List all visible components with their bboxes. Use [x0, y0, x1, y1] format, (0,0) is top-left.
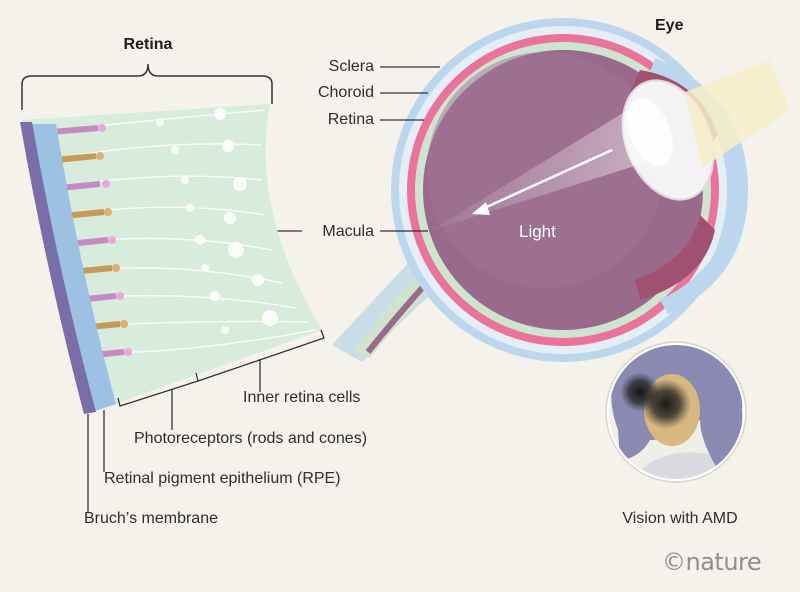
bruchs-membrane [20, 122, 96, 414]
dark-spot-center [641, 379, 691, 429]
light-label: Light [519, 222, 556, 241]
eye-illustration: Light [332, 18, 790, 362]
macula-label: Macula [322, 223, 374, 240]
rpe-label: Retinal pigment epithelium (RPE) [104, 470, 341, 487]
rpe-layer [30, 124, 116, 412]
retina-title: Retina [124, 36, 173, 53]
amd-caption: Vision with AMD [622, 510, 737, 527]
retina-cross-section: Retina [20, 36, 367, 527]
amd-vision-inset: Vision with AMD [605, 341, 747, 527]
inner-retina-bracket [195, 329, 325, 382]
choroid-label: Choroid [318, 84, 374, 101]
eye-title: Eye [655, 17, 684, 34]
nature-logo: ©nature [662, 548, 761, 576]
light-arrow-head [472, 202, 490, 215]
ganglion-cells [156, 108, 278, 334]
light-arrow-shaft [479, 148, 613, 212]
light-beam-inside [432, 110, 660, 230]
photoreceptor-bracket [117, 380, 199, 407]
inner-retina-label: Inner retina cells [243, 389, 360, 406]
retina-bracket [21, 63, 273, 110]
photoreceptors-label: Photoreceptors (rods and cones) [134, 430, 367, 447]
sclera-label: Sclera [329, 58, 374, 75]
light-beam-outside [685, 60, 790, 168]
bruchs-label: Bruch’s membrane [84, 510, 218, 527]
eye-retina-label: Retina [328, 111, 374, 128]
